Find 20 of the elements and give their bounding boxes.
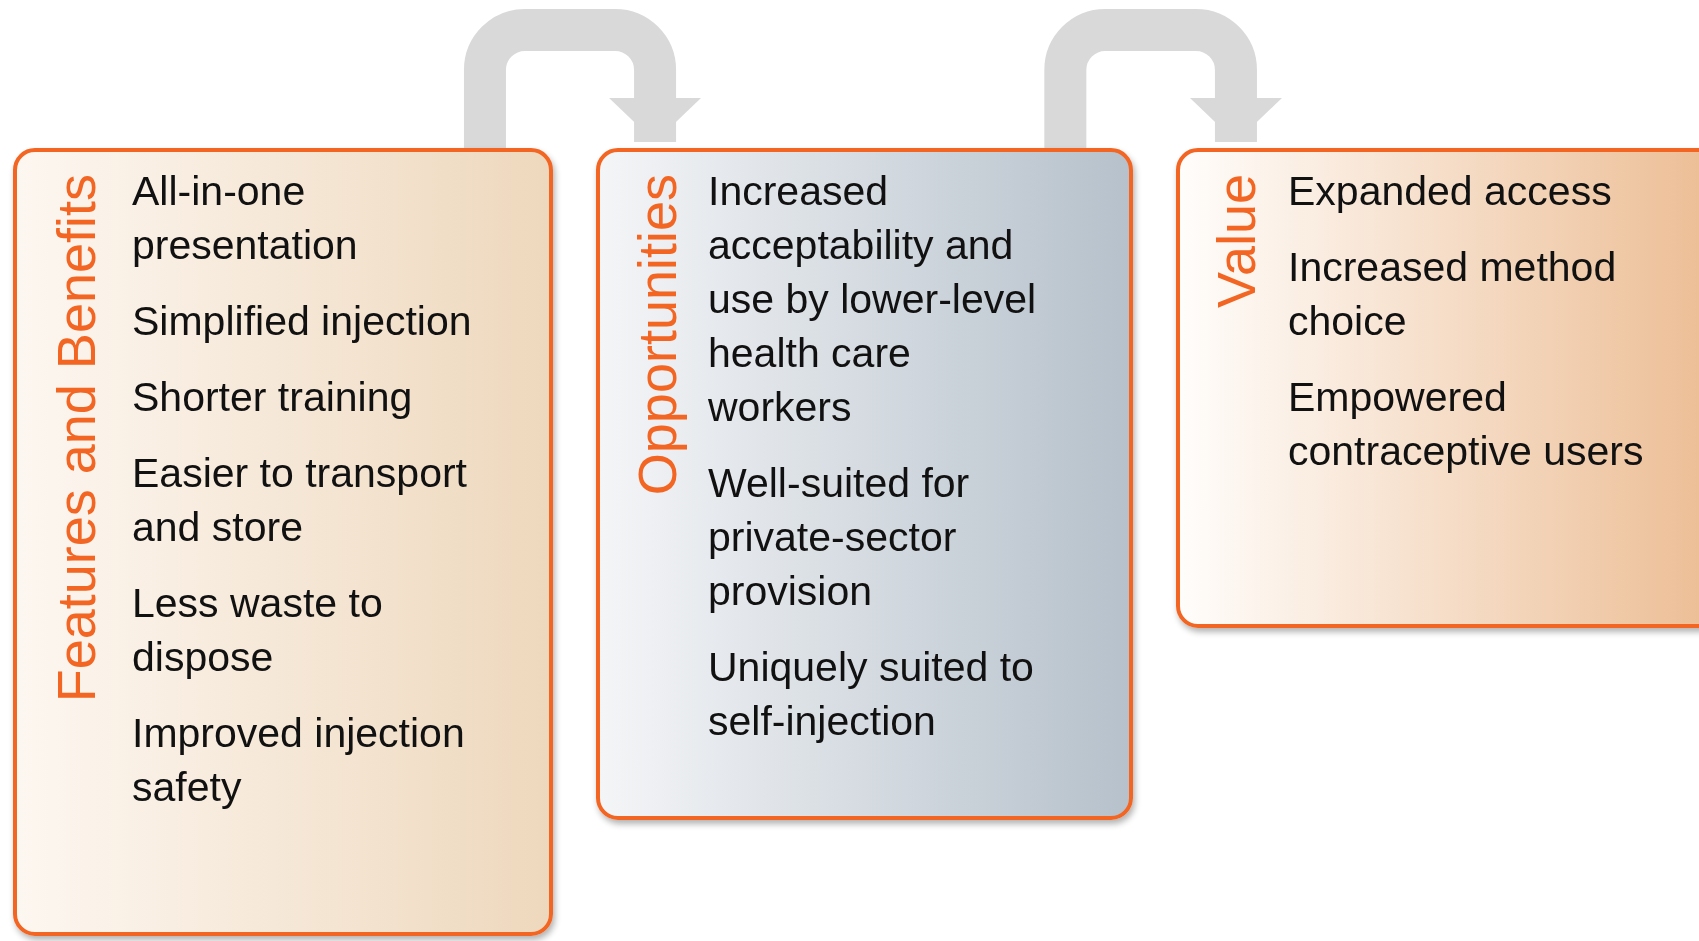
bullet-text: Well-suited for private-sector provision: [708, 459, 971, 616]
bent-arrow: [1044, 9, 1282, 148]
bullet-text: Uniquely suited to self-injection: [708, 643, 1035, 746]
bullet-text: Empowered contraceptive users: [1288, 373, 1645, 476]
bullet-text: Increased acceptability and use by lower-level health care workers: [708, 167, 1038, 432]
bullet-text: Increased method choice: [1288, 243, 1618, 346]
bullet-text: Less waste to dispose: [132, 579, 384, 682]
bullet-text: Simplified injection: [132, 297, 473, 346]
rounded-panel: [596, 148, 1133, 820]
rounded-panel: [1176, 148, 1699, 628]
vertical-heading: Features and Benefits: [47, 174, 105, 703]
rounded-panel: [13, 148, 553, 936]
bullet-text: Improved injection safety: [132, 709, 466, 812]
vertical-heading: Opportunities: [628, 174, 686, 496]
bullet-text: Easier to transport and store: [132, 449, 468, 552]
bent-arrow: [463, 9, 702, 148]
bullet-text: All-in-one presentation: [132, 167, 359, 270]
bullet-text: Shorter training: [132, 373, 414, 422]
vertical-heading: Value: [1207, 174, 1265, 309]
bullet-text: Expanded access: [1288, 167, 1613, 216]
